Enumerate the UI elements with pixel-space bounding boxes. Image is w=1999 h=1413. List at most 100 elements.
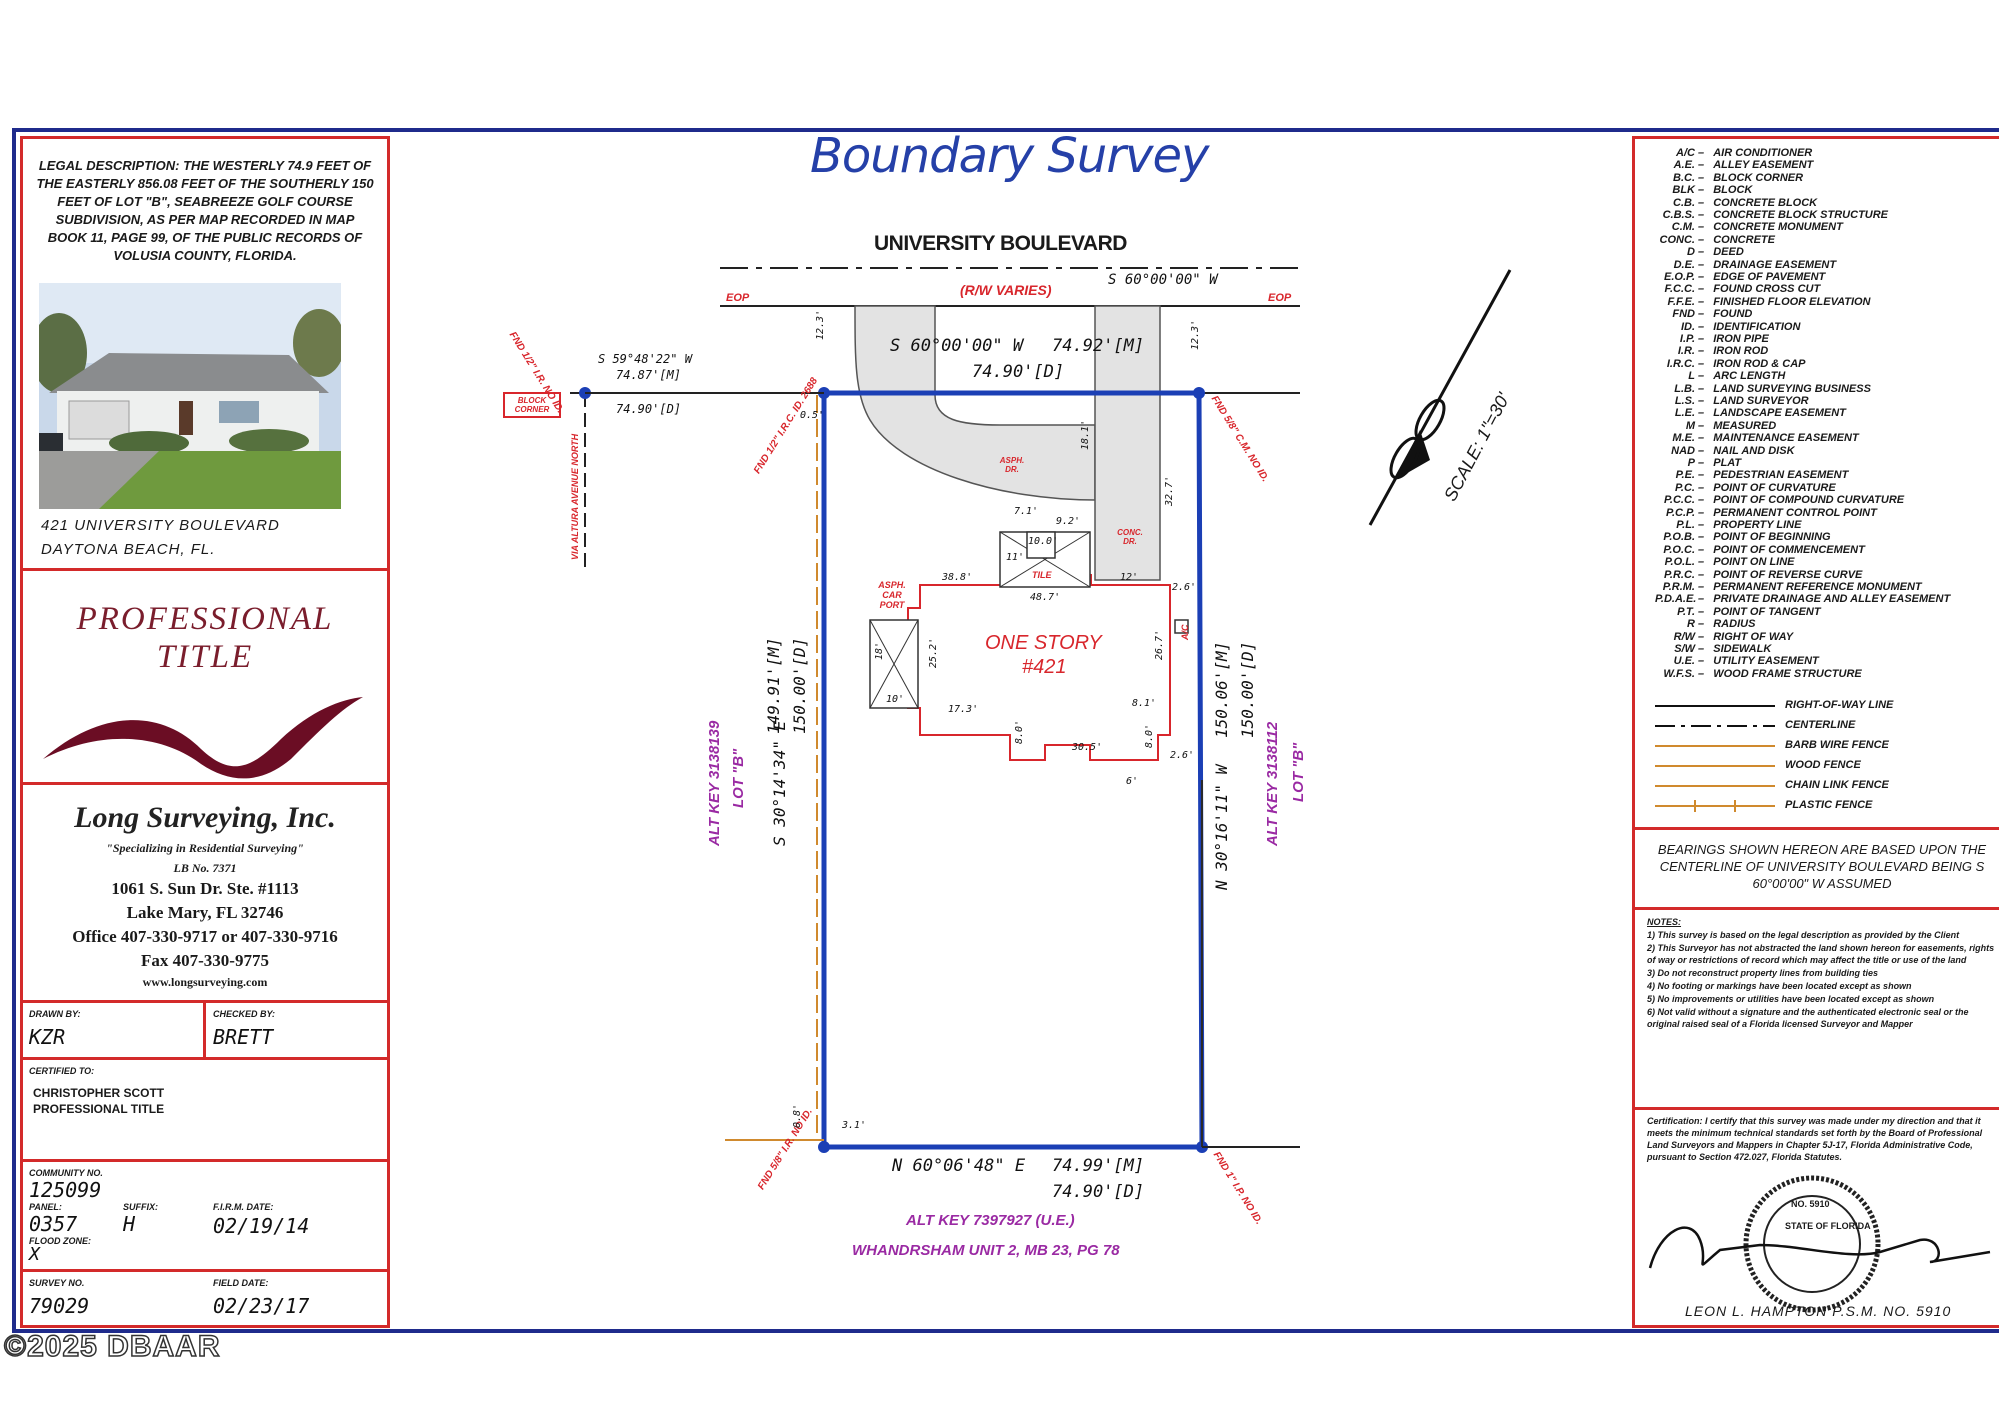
- avenue-label: VIA ALTURA AVENUE NORTH: [570, 433, 580, 560]
- right-deed: 150.00'[D]: [1238, 641, 1257, 738]
- legend-abbr: I.P.: [1679, 333, 1695, 345]
- legend-definition: CONCRETE MONUMENT: [1713, 221, 1843, 234]
- asph-dr-label: ASPH. DR.: [999, 456, 1025, 474]
- legend-definition: PROPERTY LINE: [1713, 519, 1802, 531]
- surveyor-info-box: Long Surveying, Inc. "Specializing in Re…: [23, 785, 387, 1003]
- surveyor-lb: LB No. 7371: [173, 861, 237, 875]
- legend-abbr: P: [1687, 457, 1695, 469]
- legend-abbr: ID.: [1680, 320, 1695, 333]
- alt-key-left: ALT KEY 3138139: [706, 720, 723, 846]
- dim-label: 3.1': [842, 1120, 867, 1131]
- legend-definition: SIDEWALK: [1713, 643, 1772, 655]
- legend-abbr: FND: [1672, 308, 1695, 321]
- legend-definition: BLOCK: [1713, 184, 1753, 197]
- sw-corner-point: [818, 1141, 830, 1153]
- legend-abbr: L: [1688, 370, 1695, 383]
- lot-left: LOT "B": [730, 748, 747, 808]
- left-measured: 149.91'[M]: [764, 637, 783, 734]
- drawing-title: Boundary Survey: [810, 128, 1209, 184]
- note-item: 1) This survey is based on the legal des…: [1647, 930, 1960, 940]
- surveyor-address-2: Lake Mary, FL 32746: [126, 903, 284, 922]
- legend-abbr: B.C.: [1673, 171, 1695, 184]
- legend-row: P.L. – PROPERTY LINE: [1655, 519, 1801, 531]
- legend-definition: IRON PIPE: [1713, 333, 1769, 345]
- legend-row: D.E. – DRAINAGE EASEMENT: [1655, 259, 1836, 271]
- top-measured: 74.92'[M]: [1052, 336, 1145, 356]
- legend-row: CONC. – CONCRETE: [1655, 234, 1775, 246]
- seal-state: STATE OF FLORIDA: [1785, 1221, 1871, 1231]
- west-deed: 74.90'[D]: [616, 402, 682, 416]
- dim-label: 0.8': [792, 1103, 803, 1128]
- flood-zone-value: X: [29, 1244, 40, 1265]
- dim-label: 25.2': [928, 637, 939, 668]
- legend-definition: POINT OF TANGENT: [1713, 605, 1821, 618]
- legend-abbr: NAD: [1671, 444, 1695, 457]
- legend-row: P.O.L. – POINT ON LINE: [1655, 556, 1795, 568]
- legend-definition: UTILITY EASEMENT: [1713, 655, 1819, 668]
- west-bearing: S 59°48'22" W: [598, 352, 692, 366]
- legend-abbr: D: [1687, 246, 1695, 259]
- dim-label: 11': [1006, 552, 1025, 563]
- surveyor-name: Long Surveying, Inc.: [74, 801, 336, 834]
- left-deed: 150.00'[D]: [790, 637, 809, 734]
- panel-value: 0357: [29, 1212, 78, 1236]
- legend-abbr: E.O.P.: [1664, 271, 1695, 283]
- house-label-line-1: ONE STORY: [985, 632, 1102, 654]
- lot-right: LOT "B": [1290, 742, 1307, 802]
- dim-label: 12.3': [815, 309, 826, 340]
- legend-row: L.E. – LANDSCAPE EASEMENT: [1655, 407, 1846, 419]
- legend-abbr: A.E.: [1673, 159, 1695, 172]
- legend-abbr: F.F.E.: [1667, 295, 1695, 308]
- address-line-1: 421 UNIVERSITY BOULEVARD: [41, 517, 280, 534]
- legend-abbr: I.R.C.: [1666, 357, 1695, 370]
- line-legend-row: PLASTIC FENCE: [1785, 799, 1873, 811]
- legend-row: R – RADIUS: [1655, 618, 1755, 630]
- line-legend-row: BARB WIRE FENCE: [1785, 739, 1889, 751]
- legend-definition: LAND SURVEYING BUSINESS: [1713, 382, 1871, 395]
- line-legend-row: WOOD FENCE: [1785, 759, 1861, 771]
- line-legend-row: CHAIN LINK FENCE: [1785, 779, 1889, 791]
- property-info-box: LEGAL DESCRIPTION: THE WESTERLY 74.9 FEE…: [23, 139, 387, 571]
- legend-row: P.C. – POINT OF CURVATURE: [1655, 482, 1836, 494]
- survey-sheet-frame: [12, 128, 1999, 1333]
- legend-row: NAD – NAIL AND DISK: [1655, 444, 1795, 457]
- legend-row: U.E. – UTILITY EASEMENT: [1655, 655, 1819, 667]
- legend-row: C.B. – CONCRETE BLOCK: [1655, 197, 1817, 209]
- notes-list: 1) This survey is based on the legal des…: [1647, 929, 1997, 1031]
- house-label-line-2: #421: [1022, 656, 1067, 678]
- legend-row: P.O.C. – POINT OF COMMENCEMENT: [1655, 544, 1864, 556]
- legend-definition: NAIL AND DISK: [1713, 444, 1795, 457]
- surveyor-fax: Fax 407-330-9775: [141, 951, 269, 970]
- dim-label: 48.7': [1030, 592, 1061, 603]
- legend-definition: DEED: [1713, 246, 1744, 259]
- asphalt-driveway: [854, 305, 1096, 501]
- field-date-label: FIELD DATE:: [213, 1278, 269, 1288]
- legend-abbr: U.E.: [1673, 655, 1695, 668]
- signer-name: LEON L. HAMPTON P.S.M. NO. 5910: [1685, 1303, 1952, 1319]
- surveyor-seal: [1743, 1175, 1881, 1313]
- legend-definition: CONCRETE BLOCK STRUCTURE: [1713, 209, 1889, 221]
- legend-abbr: P.C.P.: [1666, 506, 1695, 519]
- dim-label: 10.0': [1028, 536, 1059, 547]
- right-bearing: N 30°16'11" W: [1212, 764, 1231, 890]
- firm-date-value: 02/19/14: [213, 1214, 310, 1238]
- legend-abbr: BLK: [1672, 184, 1695, 197]
- flood-zone-label: FLOOD ZONE:: [29, 1236, 91, 1246]
- drawn-by-value: KZR: [29, 1025, 66, 1049]
- notes-heading: NOTES:: [1647, 917, 1682, 927]
- legend-abbr: P.T.: [1677, 605, 1695, 618]
- dim-label: 10': [886, 694, 905, 705]
- legend-abbr: P.D.A.E.: [1655, 593, 1697, 606]
- divider: [1635, 1107, 1999, 1110]
- dim-label: 12': [1120, 572, 1139, 583]
- survey-no-box: SURVEY NO. 79029 FIELD DATE: 02/23/17: [23, 1272, 387, 1328]
- bottom-deed: 74.90'[D]: [1052, 1182, 1145, 1202]
- legend-definition: PERMANENT CONTROL POINT: [1713, 506, 1877, 519]
- legend-definition: DRAINAGE EASEMENT: [1713, 258, 1837, 271]
- legend-definition: PEDESTRIAN EASEMENT: [1713, 469, 1849, 482]
- legend-definition: AIR CONDITIONER: [1713, 147, 1813, 159]
- checked-by-value: BRETT: [213, 1025, 274, 1049]
- legend-row: C.B.S. – CONCRETE BLOCK STRUCTURE: [1655, 209, 1888, 221]
- certified-to-label: CERTIFIED TO:: [29, 1066, 95, 1076]
- address-line-2: DAYTONA BEACH, FL.: [41, 541, 216, 558]
